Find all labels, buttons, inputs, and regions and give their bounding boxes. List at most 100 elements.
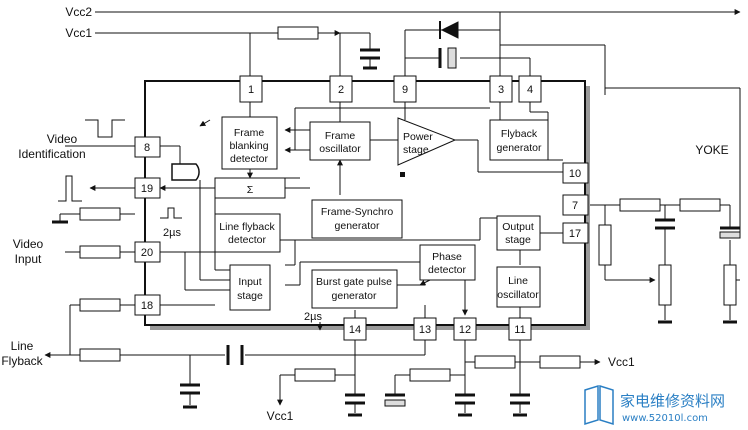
pin-17-label: 17 [569, 228, 581, 240]
vcc1-label: Vcc1 [65, 26, 92, 40]
book-icon [584, 384, 614, 426]
pin-14 [343, 317, 367, 341]
pin-13 [413, 317, 437, 341]
pin-4 [518, 75, 542, 103]
two-us-label: 2µs [163, 227, 181, 239]
pin-9-label: 9 [402, 84, 408, 96]
output-stage-label-1: Output [502, 221, 534, 233]
line-flyback-label-1: Line [11, 339, 34, 353]
pin-9 [393, 75, 417, 103]
line-oscillator-block [496, 266, 541, 308]
video-identification-label-1: Video [47, 132, 78, 146]
burst-gate-label-1: Burst gate pulse [316, 276, 392, 288]
resistor [658, 264, 672, 306]
vcc1-bottom-label: Vcc1 [267, 409, 294, 423]
vcc1-right-label: Vcc1 [608, 355, 635, 369]
pin-19-label: 19 [141, 183, 153, 195]
phase-detector-label-2: detector [428, 264, 466, 276]
resistors [79, 26, 737, 382]
resistor [79, 207, 121, 221]
burst-gate-pulse-generator-block [311, 269, 398, 309]
frame-blanking-label-2: blanking [229, 140, 268, 152]
phase-detector-block [419, 244, 476, 281]
input-stage-label-2: stage [237, 290, 263, 302]
line-flyback-label-2: Flyback [1, 354, 43, 368]
output-stage-label-2: stage [505, 234, 531, 246]
line-flyback-detector-block [214, 213, 281, 253]
summer-block [214, 177, 286, 199]
frame-blanking-detector-block [221, 116, 278, 170]
line-oscillator-label-2: oscillator [497, 289, 539, 301]
resistor [474, 355, 516, 369]
line-oscillator-label-1: Line [508, 275, 528, 287]
output-stage-block [496, 215, 541, 251]
capacitors [180, 48, 675, 405]
pin-12-label: 12 [459, 324, 471, 336]
resistor [723, 264, 737, 306]
resistor [598, 224, 612, 266]
frame-blanking-label-1: Frame [234, 127, 264, 139]
pin-19 [134, 177, 161, 199]
pin-10-label: 10 [569, 168, 581, 180]
input-stage-block [229, 264, 271, 311]
pin-13-label: 13 [419, 324, 431, 336]
flyback-generator-block [489, 119, 549, 161]
watermark-url: www.52010l.com [622, 413, 708, 424]
frame-synchro-label-1: Frame-Synchro [321, 206, 394, 218]
video-input-label-1: Video [13, 237, 44, 251]
frame-synchro-label-2: generator [335, 220, 380, 232]
pin-17 [562, 222, 589, 244]
pin-4-label: 4 [527, 84, 533, 96]
two-us-bottom-label: 2µs [304, 311, 322, 323]
frame-oscillator-block [309, 121, 371, 161]
frame-oscillator-label-2: oscillator [319, 143, 361, 155]
resistor [294, 368, 336, 382]
pin-2 [329, 75, 353, 103]
watermark-title: 家电维修资料网 [620, 392, 725, 410]
and-gate [171, 163, 200, 181]
pin-7-label: 7 [572, 200, 578, 212]
resistor [277, 26, 319, 40]
sigma-symbol: Σ [247, 184, 254, 196]
line-flyback-detector-label-2: detector [228, 234, 266, 246]
pin-18-label: 18 [141, 300, 153, 312]
power-stage-label-1: Power [403, 131, 433, 143]
frame-blanking-label-3: detector [230, 153, 268, 165]
frame-synchro-generator-block [311, 199, 403, 239]
line-flyback-detector-label-1: Line flyback [219, 221, 275, 233]
power-stage-amplifier [397, 117, 457, 166]
resistor [539, 355, 581, 369]
frame-oscillator-label-1: Frame [325, 130, 355, 142]
diode [439, 21, 459, 39]
input-stage-label-1: Input [238, 276, 261, 288]
pin-20 [134, 241, 161, 263]
pin-11-label: 11 [514, 324, 525, 336]
pin-8 [134, 136, 161, 158]
pin-14-label: 14 [349, 324, 361, 336]
resistor [79, 245, 121, 259]
resistor [409, 368, 451, 382]
resistor [619, 198, 661, 212]
pin-8-label: 8 [144, 142, 150, 154]
pin-1 [239, 75, 263, 103]
phase-detector-label-1: Phase [432, 251, 462, 263]
pulse-waveform-icon [58, 175, 82, 202]
flyback-generator-label-2: generator [497, 142, 542, 154]
pin-20-label: 20 [141, 247, 153, 259]
flyback-generator-label-1: Flyback [501, 128, 538, 140]
pin-7 [562, 194, 589, 216]
video-input-label-2: Input [15, 252, 42, 266]
pin-18 [134, 294, 161, 316]
pin-2-label: 2 [338, 84, 344, 96]
pulse-waveform-icon [160, 207, 182, 219]
video-identification-label-2: Identification [18, 147, 85, 161]
vcc2-label: Vcc2 [65, 5, 92, 19]
pin-3 [489, 75, 513, 103]
resistor [79, 348, 121, 362]
pulse-waveform-icon [85, 119, 125, 138]
pin-3-label: 3 [498, 84, 504, 96]
pin-1-label: 1 [248, 84, 254, 96]
resistor [79, 298, 121, 312]
power-stage-label-2: stage [403, 144, 429, 156]
